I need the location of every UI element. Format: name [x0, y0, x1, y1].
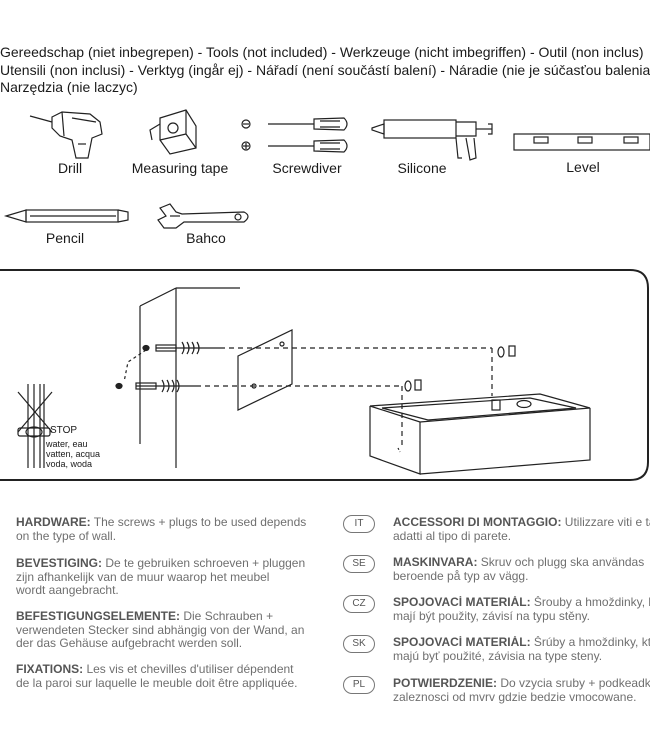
- drill-icon: [29, 111, 103, 159]
- hardware-pl-text-1: Do vzycia sruby + podkeadki: [497, 677, 650, 690]
- measuring-tape-label: Measuring tape: [131, 160, 229, 176]
- screwdriver-icon: [241, 117, 348, 153]
- hardware-nl-text-3: wordt aangebracht.: [16, 583, 119, 597]
- hardware-fr: FIXATIONS: Les vis et chevilles d'utilis…: [16, 662, 336, 690]
- tools-intro-line-1: Gereedschap (niet inbegrepen) - Tools (n…: [0, 44, 644, 60]
- hardware-nl: BEVESTIGING: De te gebruiken schroeven +…: [16, 556, 326, 598]
- hardware-it-text-2: adatti al tipo di parete.: [393, 528, 512, 543]
- bahco-icon: [157, 203, 249, 229]
- hardware-fr-text-2: de la paroi sur laquelle le meuble doit …: [16, 675, 298, 690]
- hardware-cz: SPOJOVACÍ MATERIÁL: Šrouby a hmoždinky, …: [393, 596, 650, 623]
- drill-label: Drill: [57, 160, 83, 176]
- hardware-de-text-2: verwendeten Stecker sind abhängig von de…: [16, 622, 305, 637]
- alignment-lines: [196, 347, 493, 446]
- voda-label: voda, woda: [46, 459, 93, 469]
- tools-intro-line-2: Utensili (non inclusi) - Verktyg (ingår …: [0, 61, 650, 78]
- tools-intro: Gereedschap (niet inbegrepen) - Tools (n…: [0, 44, 650, 97]
- hardware-fr-text-1: Les vis et chevilles d'utiliser dépenden…: [83, 662, 294, 676]
- hardware-en-text-1: The screws + plugs to be used depends: [90, 515, 307, 529]
- mounting-plate: [237, 329, 293, 411]
- diagram-frame: [0, 269, 649, 481]
- hardware-en: HARDWARE: The screws + plugs to be used …: [16, 515, 326, 543]
- hardware-nl-text-1: De te gebruiken schroeven + pluggen: [102, 556, 306, 570]
- washbasin: [369, 393, 591, 475]
- measuring-tape-icon: [149, 109, 197, 155]
- screw-plug-lower: [135, 379, 196, 393]
- hardware-cz-text-1: Šrouby a hmoždinky, které: [533, 596, 650, 609]
- hardware-en-text-2: on the type of wall.: [16, 528, 117, 543]
- hardware-en-title: HARDWARE:: [16, 515, 91, 529]
- lang-badge-se: SE: [343, 555, 375, 573]
- silicone-gun-icon: [371, 119, 493, 161]
- silicone-label: Silicone: [397, 160, 447, 176]
- hardware-de: BEFESTIGUNGSELEMENTE: Die Schrauben + ve…: [16, 609, 326, 651]
- hardware-de-title: BEFESTIGUNGSELEMENTE:: [16, 609, 181, 623]
- hardware-fr-title: FIXATIONS:: [16, 662, 84, 676]
- lang-badge-pl: PL: [343, 676, 375, 694]
- stop-label: STOP: [50, 425, 78, 436]
- hardware-nl-title: BEVESTIGING:: [16, 556, 103, 570]
- hardware-it-text-1: Utilizzare viti e tasselli: [564, 516, 650, 529]
- hardware-it-title: ACCESSORI DI MONTAGGIO:: [393, 516, 562, 529]
- hardware-pl-text-2: zaleznosci od mvrv gdzie bedzie vmocowan…: [393, 689, 637, 704]
- hardware-it: ACCESSORI DI MONTAGGIO: Utilizzare viti …: [393, 516, 650, 543]
- pencil-label: Pencil: [45, 230, 85, 246]
- lang-badge-sk: SK: [343, 635, 375, 653]
- hardware-cz-title: SPOJOVACÍ MATERIÁL:: [393, 596, 531, 609]
- hardware-sk-title: SPOJOVACÍ MATERIÁL:: [393, 636, 531, 649]
- hardware-pl: POTWIERDZENIE: Do vzycia sruby + podkead…: [393, 677, 650, 704]
- washers: [404, 345, 516, 392]
- screw-plug-upper: [155, 341, 220, 355]
- wall-corner: [139, 287, 240, 468]
- hardware-se-text-2: beroende på typ av vägg.: [393, 568, 529, 583]
- tools-intro-line-3: Narzędzia (nie laczyc): [0, 79, 138, 95]
- hardware-sk-text-2: majú byť použité, závisia na type steny.: [393, 648, 603, 663]
- bahco-label: Bahco: [186, 230, 226, 246]
- hardware-sk: SPOJOVACÍ MATERIÁL: Šrúby a hmoždinky, k…: [393, 636, 650, 663]
- vatten-label: vatten, acqua: [46, 449, 101, 459]
- hardware-se-text-1: Skruv och plugg ska användas: [477, 556, 645, 569]
- water-label: water, eau: [46, 439, 88, 449]
- hardware-pl-title: POTWIERDZENIE:: [393, 677, 497, 690]
- pipe-warning-icon: [17, 384, 53, 468]
- lang-badge-it: IT: [343, 515, 375, 533]
- hardware-se: MASKINVARA: Skruv och plugg ska användas…: [393, 556, 650, 583]
- pencil-icon: [3, 209, 129, 223]
- dowel-markers: [115, 344, 150, 390]
- level-label: Level: [566, 159, 600, 175]
- hardware-nl-text-2: zijn afhankelijk van de muur waarop het …: [16, 569, 270, 584]
- hardware-de-text-3: der das Gehäuse aufgebracht werden soll.: [16, 636, 243, 650]
- level-icon: [513, 133, 650, 151]
- hardware-se-title: MASKINVARA:: [393, 556, 478, 569]
- hardware-de-text-1: Die Schrauben +: [180, 609, 274, 623]
- screwdriver-label: Screwdiver: [272, 160, 342, 176]
- lang-badge-cz: CZ: [343, 595, 375, 613]
- hardware-cz-text-2: mají být použity, závisí na typu stěny.: [393, 608, 590, 623]
- hardware-sk-text-1: Šrúby a hmoždinky, ktoré: [533, 636, 650, 649]
